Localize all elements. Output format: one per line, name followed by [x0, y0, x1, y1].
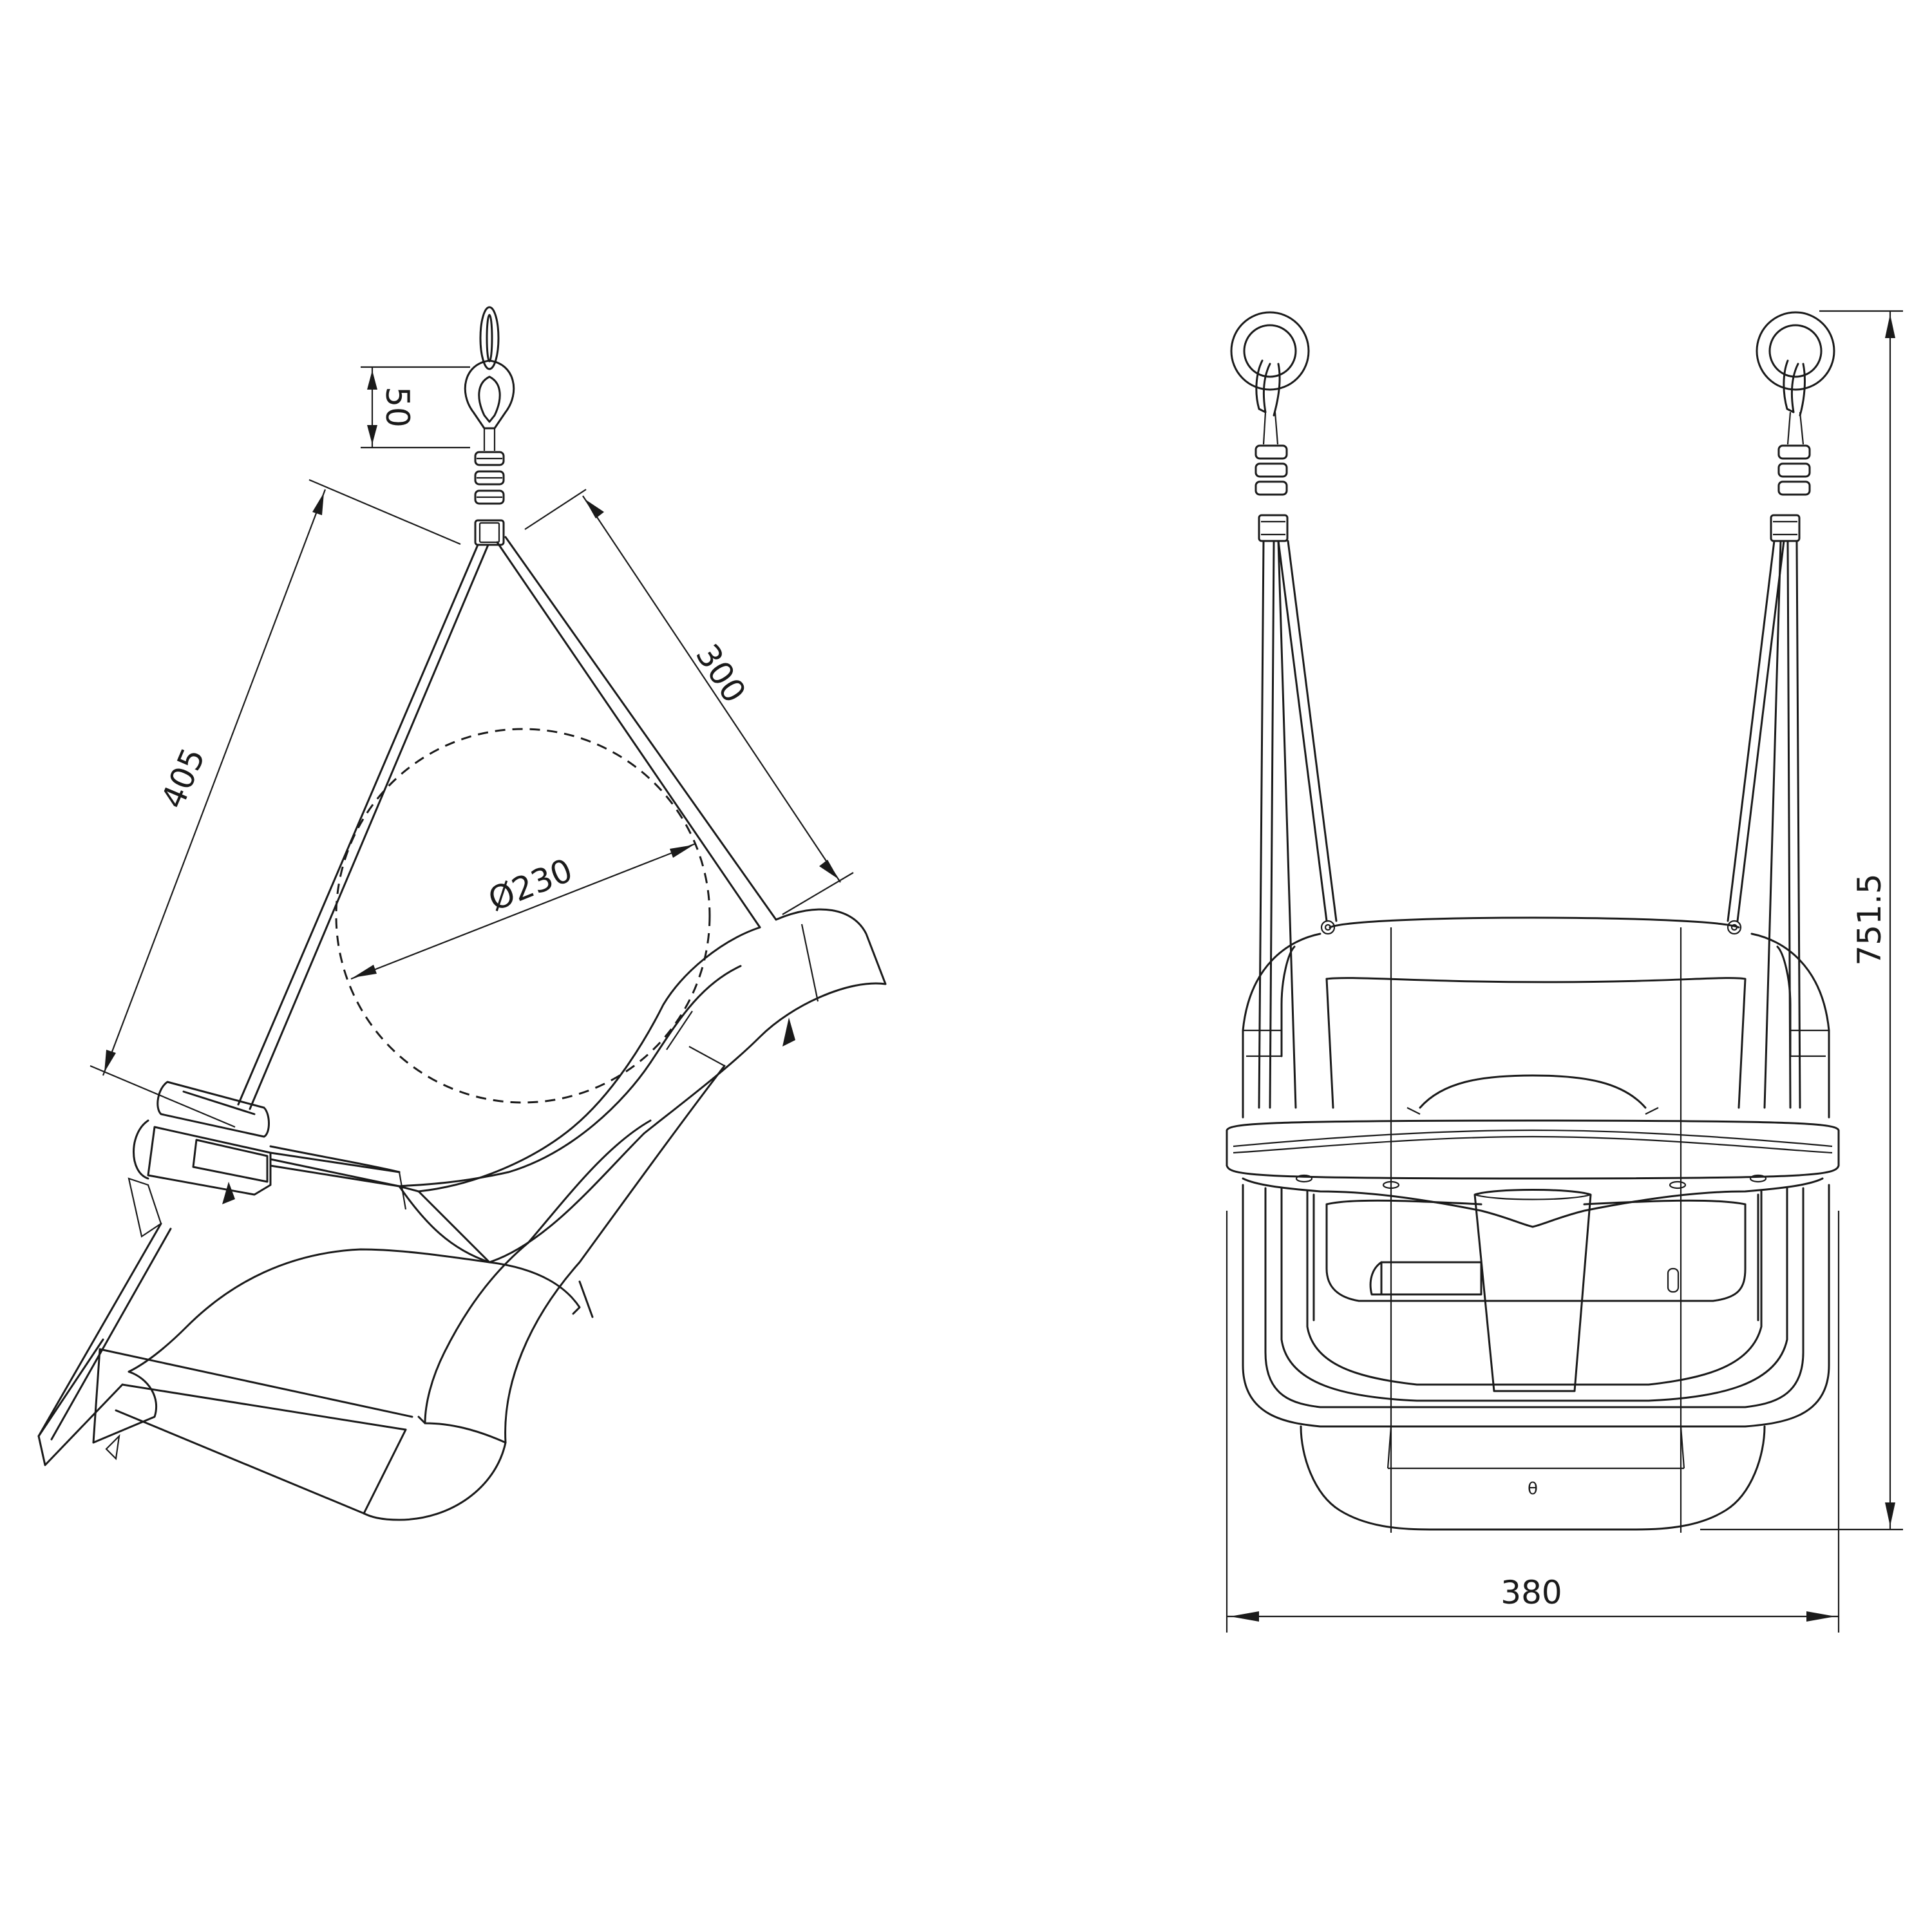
dim-rear-rope-length: 300	[524, 489, 854, 915]
seat-logo-mark: θ	[1528, 1479, 1538, 1499]
dim-label-seat-width: 380	[1501, 1574, 1562, 1611]
head-clearance-circle	[335, 728, 711, 1104]
dim-label-total-height: 751.5	[1851, 873, 1888, 965]
dim-head-clearance: Ø230	[350, 842, 696, 980]
side-rope-clamps	[474, 451, 505, 546]
front-right-hook	[1756, 311, 1835, 542]
side-hook	[464, 306, 515, 451]
dim-label-front-rope-length: 405	[154, 743, 213, 814]
front-ropes	[1258, 540, 1801, 1109]
dim-seat-width: 380	[1226, 1211, 1840, 1633]
front-left-hook	[1230, 311, 1310, 542]
side-view: 50 405 300 Ø230	[37, 306, 887, 1521]
dim-front-rope-length: 405	[90, 478, 461, 1128]
dim-label-hook-height: 50	[379, 386, 416, 428]
front-seat-bowl: θ	[1242, 1184, 1830, 1531]
front-view: θ 751.5 380	[1226, 310, 1903, 1633]
side-belt-clamp	[133, 1081, 401, 1196]
dim-total-height: 751.5	[1700, 310, 1903, 1531]
front-backrest	[1242, 916, 1830, 1533]
side-ropes	[37, 536, 777, 1441]
front-safety-bar	[1226, 1119, 1840, 1228]
dim-hook-height: 50	[361, 366, 470, 449]
dim-label-rear-rope-length: 300	[688, 638, 753, 710]
side-seat-shell	[37, 908, 887, 1521]
